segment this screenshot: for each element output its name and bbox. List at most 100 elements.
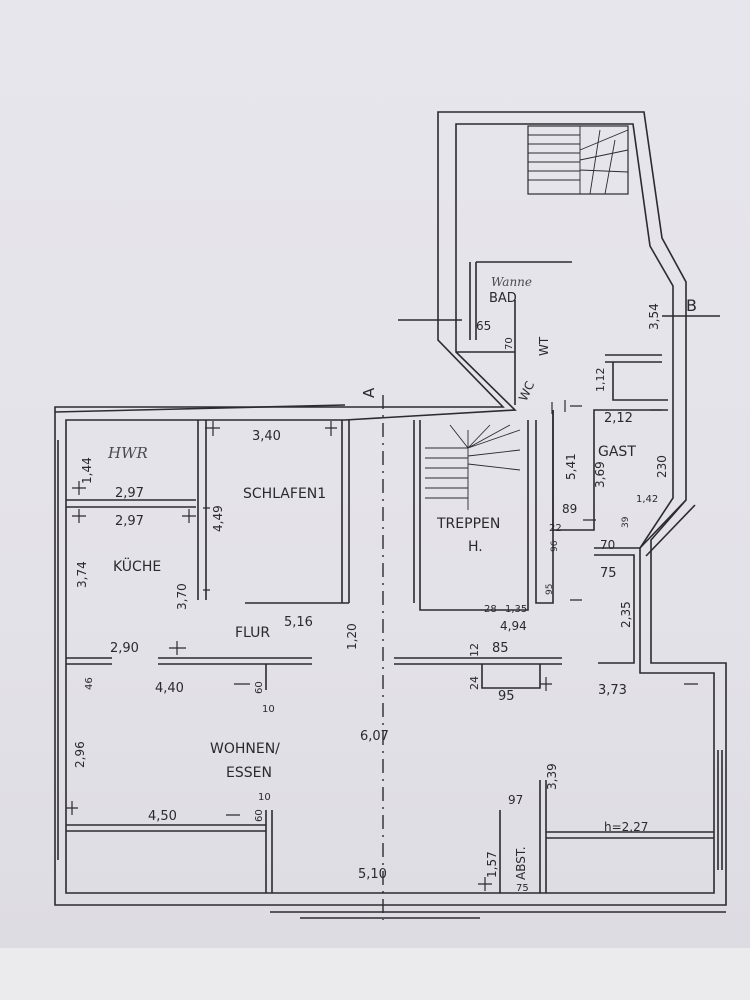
wall-diagonal-gast: [639, 499, 696, 557]
dim-541: 5,41: [564, 453, 578, 480]
wall-treppen: [413, 420, 529, 611]
dim-60a: 60: [254, 681, 265, 694]
dim-450: 4,50: [148, 809, 177, 824]
label-abst: ABST.: [514, 846, 528, 880]
room-flur: FLUR: [235, 625, 270, 641]
label-wanne: Wanne: [491, 275, 532, 289]
wall-shaft: [481, 664, 541, 689]
dim-60b: 60: [254, 809, 265, 822]
dim-230: 230: [655, 455, 669, 478]
dim-97: 97: [508, 793, 523, 807]
room-kueche: KÜCHE: [113, 557, 161, 575]
room-hwr: HWR: [107, 444, 148, 462]
wall-schlafen-right: [341, 420, 350, 603]
room-essen: ESSEN: [226, 765, 272, 781]
dimension-ticks: [66, 400, 698, 891]
dim-112: 1,12: [594, 368, 607, 393]
stairs-top: [527, 125, 629, 195]
dim-297a: 2,97: [115, 486, 144, 501]
stairs-top-steps: [528, 126, 629, 195]
wall-treppen-right: [535, 410, 554, 604]
label-wt: WT: [537, 336, 551, 356]
dim-22: 22: [549, 523, 562, 534]
wall-kueche-schlafen: [197, 420, 207, 600]
dim-370: 3,70: [175, 583, 189, 610]
window-top-left: [54, 404, 346, 413]
wall-abst: [499, 780, 714, 893]
room-gast: GAST: [598, 444, 636, 460]
dim-340: 3,40: [252, 429, 281, 444]
wall-gast-bottom: [594, 547, 640, 664]
dim-510: 5,10: [358, 867, 387, 882]
room-schlafen: SCHLAFEN1: [243, 486, 326, 502]
dimension-labels: 3,40 1,44 2,97 2,97 4,49 3,74 3,70 5,16 …: [73, 303, 669, 894]
dim-95b: 95: [545, 584, 555, 595]
dim-235: 2,35: [619, 601, 633, 628]
tick-marks: [66, 400, 698, 891]
section-markers: A B: [360, 296, 697, 398]
outer-wall-inner: [65, 123, 715, 894]
dim-46: 46: [84, 677, 95, 690]
dim-70a: 70: [504, 337, 515, 350]
wall-flur-bottom-left: [158, 657, 312, 665]
dim-28: 28: [484, 604, 497, 615]
wall-bad-door: [469, 261, 572, 340]
dim-440: 4,40: [155, 681, 184, 696]
wall-balcony: [66, 824, 266, 832]
section-marker-b: B: [686, 296, 697, 315]
wall-kueche-bottom: [66, 657, 112, 665]
dim-75a: 75: [600, 566, 617, 581]
dim-296: 2,96: [73, 741, 87, 768]
window-right: [717, 750, 723, 870]
dim-142: 1,42: [636, 494, 658, 505]
dim-39: 39: [621, 516, 631, 528]
dim-339: 3,39: [545, 763, 559, 790]
section-marker-a: A: [360, 387, 378, 398]
dim-95a: 95: [498, 689, 515, 704]
room-treppen: TREPPEN: [436, 516, 500, 532]
dim-516: 5,16: [284, 615, 313, 630]
dim-h227: h=2,27: [604, 820, 648, 834]
page-bottom-margin: [0, 948, 750, 1000]
dim-75b: 75: [516, 883, 529, 894]
room-wohnen: WOHNEN/: [210, 741, 280, 757]
room-bad: BAD: [489, 291, 517, 306]
room-labels: HWR KÜCHE SCHLAFEN1 TREPPEN H. FLUR WOHN…: [107, 275, 636, 880]
dim-369: 3,69: [593, 461, 607, 488]
wall-bad: [456, 300, 668, 405]
wall-gast-left: [552, 409, 668, 531]
dim-607: 6,07: [360, 729, 389, 744]
wall-flur-bottom-right: [394, 657, 562, 665]
room-treppen-h: H.: [468, 539, 483, 555]
section-line-b: [398, 315, 720, 321]
label-wc: WC: [516, 379, 537, 403]
dim-70b: 70: [600, 538, 615, 552]
dim-24: 24: [468, 676, 481, 690]
wall-wohnen-divider: [265, 664, 273, 893]
dim-96: 96: [550, 540, 560, 552]
dim-373: 3,73: [598, 683, 627, 698]
stairs-treppen-steps: [425, 424, 521, 510]
outer-wall-outer: [54, 111, 727, 906]
window-bottom: [270, 911, 726, 919]
dim-10b: 10: [258, 792, 271, 803]
dim-10a: 10: [262, 704, 275, 715]
dim-290: 2,90: [110, 641, 139, 656]
dim-89: 89: [562, 502, 577, 516]
dim-12: 12: [468, 643, 481, 657]
dim-120: 1,20: [345, 623, 359, 650]
dim-374: 3,74: [75, 561, 89, 588]
dim-449: 4,49: [211, 505, 225, 532]
dim-297b: 2,97: [115, 514, 144, 529]
wall-hwr-kueche: [66, 499, 196, 508]
walls: [54, 111, 727, 920]
dim-157: 1,57: [485, 851, 499, 878]
dim-135: 1,35: [505, 604, 527, 615]
dim-65: 65: [476, 319, 491, 333]
dim-144: 1,44: [80, 457, 94, 484]
dim-494: 4,94: [500, 619, 527, 633]
dim-354: 3,54: [647, 303, 661, 330]
dim-212: 2,12: [604, 411, 633, 426]
dim-85: 85: [492, 641, 509, 656]
